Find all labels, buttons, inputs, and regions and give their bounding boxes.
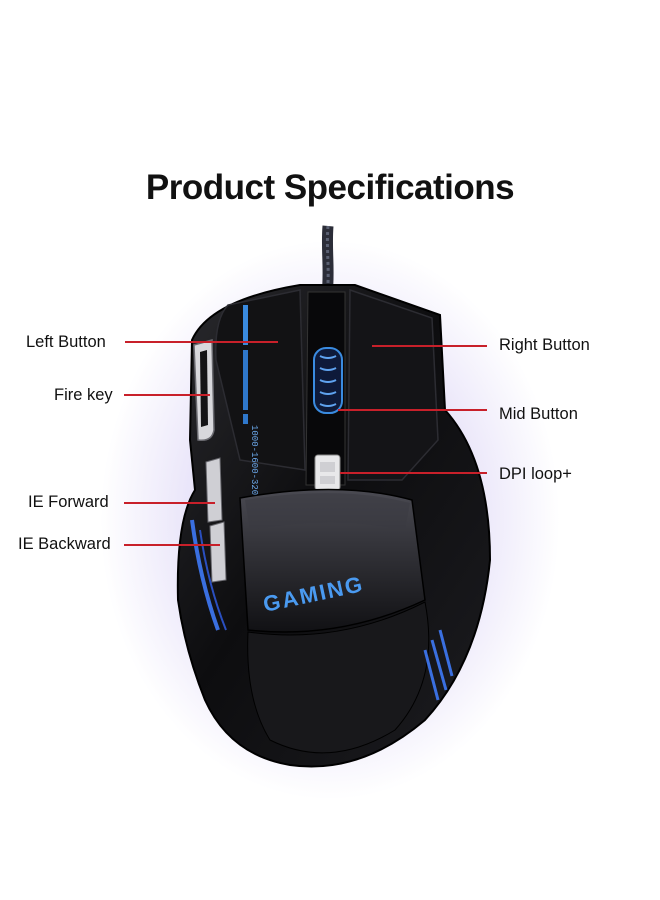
label-ie-backward: IE Backward	[18, 535, 111, 553]
ie-backward-button[interactable]	[209, 521, 227, 583]
label-right-button: Right Button	[499, 336, 590, 354]
label-left-button: Left Button	[26, 333, 106, 351]
callout-lines	[124, 341, 487, 546]
dpi-button[interactable]	[314, 454, 341, 491]
side-light-right	[423, 629, 454, 701]
lower-shell	[247, 601, 430, 754]
dpi-range-text: 1000-1600-3200	[249, 425, 259, 501]
label-mid-button: Mid Button	[499, 405, 578, 423]
right-button[interactable]	[347, 288, 439, 481]
page-title: Product Specifications	[145, 168, 515, 207]
scroll-wheel[interactable]	[313, 347, 343, 414]
left-button[interactable]	[215, 289, 306, 471]
label-ie-forward: IE Forward	[28, 493, 109, 511]
accent-strip-left	[243, 305, 248, 345]
label-dpi-loop: DPI loop+	[499, 465, 572, 483]
side-light-left	[190, 519, 220, 631]
label-fire-key: Fire key	[54, 386, 113, 404]
ie-forward-button[interactable]	[205, 457, 223, 523]
